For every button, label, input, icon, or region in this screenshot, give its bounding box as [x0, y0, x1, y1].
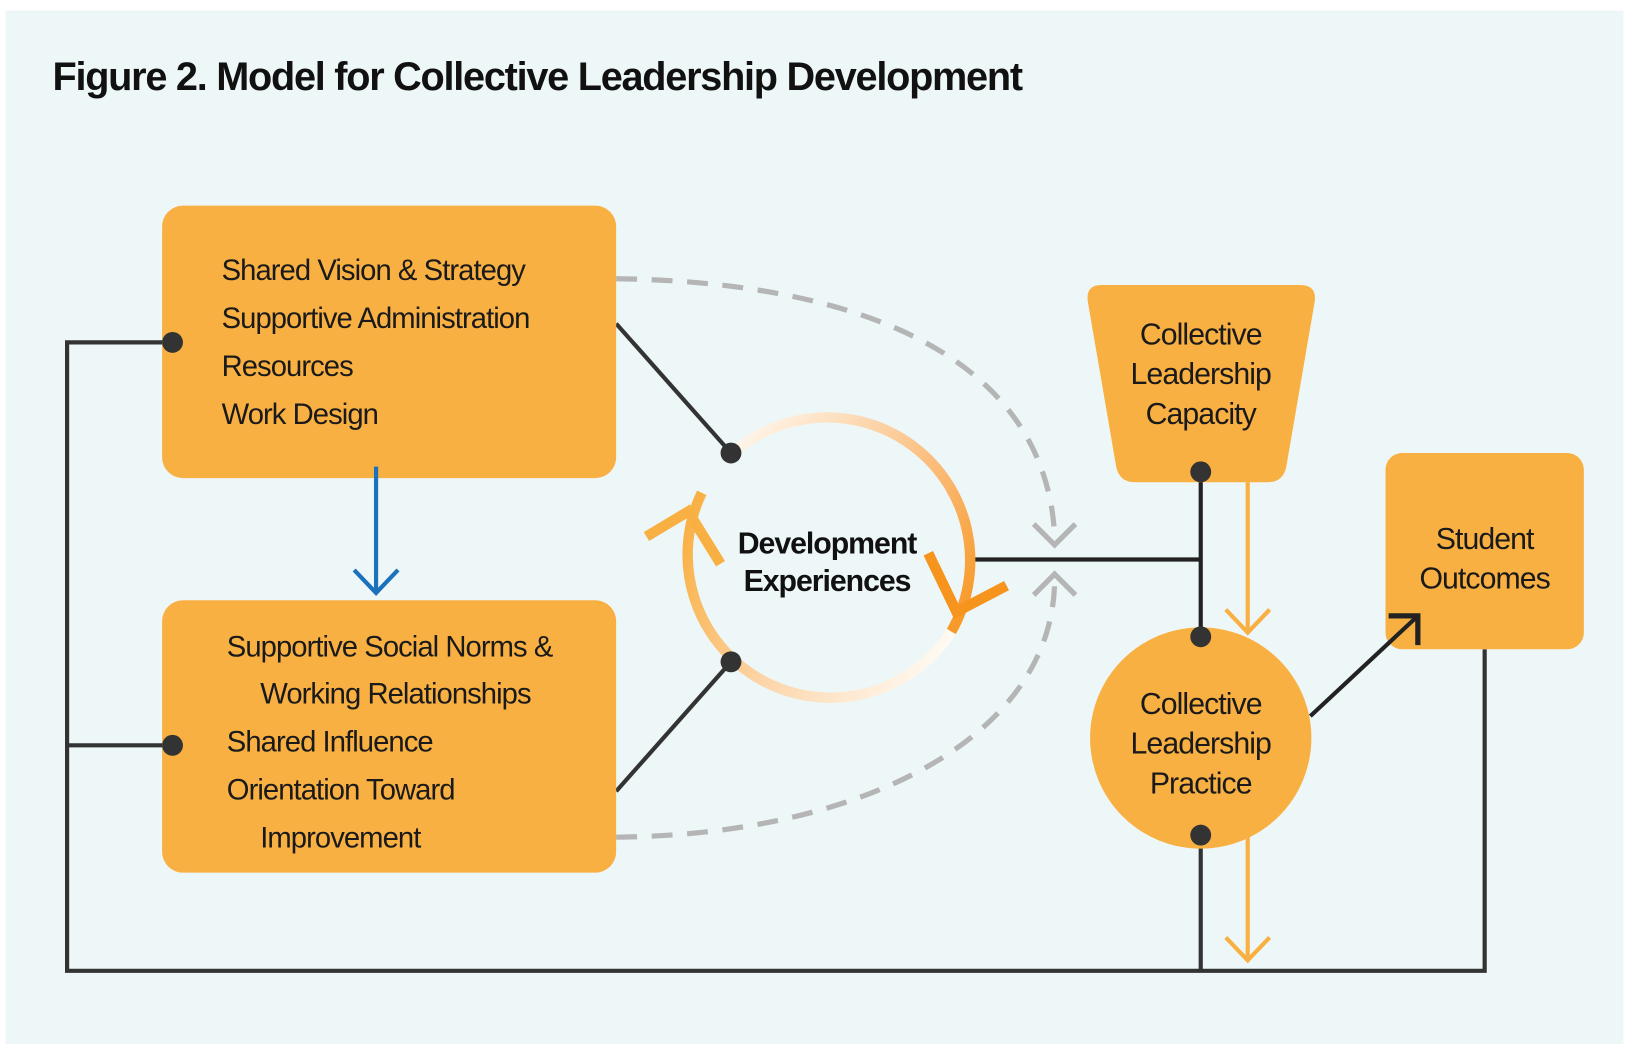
capacity-shape — [1087, 284, 1315, 483]
orange-chevron-down-icon — [1224, 935, 1272, 964]
development-cycle: Development Experiences — [643, 412, 1009, 703]
connector-dot — [1190, 626, 1212, 648]
culture-to-cycle-line — [614, 660, 733, 793]
practice-label: Leadership — [1131, 728, 1271, 761]
orange-chevron-down-icon — [1224, 608, 1272, 636]
culture-item: Shared Influence — [227, 727, 433, 759]
capacity-label: Collective — [1140, 318, 1262, 351]
cycle-arc-left — [682, 490, 956, 703]
culture-item: Working Relationships — [260, 679, 531, 711]
practice-circle — [1090, 627, 1312, 849]
culture-item: Orientation Toward — [227, 775, 455, 807]
connector-dot — [720, 442, 742, 464]
cycle-arrowhead-right-icon — [923, 550, 1009, 619]
conditions-list: Shared Vision & Strategy Supportive Admi… — [222, 255, 531, 431]
connector-dot — [162, 331, 183, 353]
conditions-to-cycle-line — [614, 322, 733, 455]
conditions-box — [162, 205, 617, 479]
outcomes-label: Outcomes — [1419, 563, 1550, 596]
connector-dot — [720, 651, 742, 673]
conditions-item: Work Design — [222, 399, 378, 431]
connector-dots — [162, 331, 1212, 846]
outcomes-box — [1385, 453, 1584, 650]
practice-label: Collective — [1140, 688, 1262, 721]
cycle-arrowhead-left-icon — [643, 504, 725, 567]
cycle-label: Experiences — [744, 565, 911, 598]
capacity-label: Capacity — [1146, 398, 1258, 431]
cycle-arc-right — [731, 412, 976, 635]
conditions-item: Supportive Administration — [222, 303, 530, 335]
conditions-item: Shared Vision & Strategy — [222, 255, 527, 287]
practice-to-outcomes-arrow — [1308, 614, 1420, 718]
cycle-label: Development — [738, 527, 918, 560]
conditions-item: Resources — [222, 351, 354, 383]
capacity-label: Leadership — [1131, 358, 1271, 391]
black-arrowhead-icon — [1388, 613, 1421, 646]
blue-chevron-down-icon — [352, 568, 400, 596]
connector-dot — [1190, 824, 1212, 846]
culture-list: Supportive Social Norms & Working Relati… — [227, 632, 555, 855]
feedback-loop-line — [65, 340, 1487, 973]
connector-dot — [162, 734, 183, 756]
culture-item: Improvement — [260, 823, 421, 855]
practice-label: Practice — [1150, 767, 1252, 800]
figure-title: Figure 2. Model for Collective Leadershi… — [52, 55, 1022, 99]
connector-dot — [1190, 461, 1212, 483]
dashed-chevron-up-icon — [1031, 570, 1078, 597]
culture-item: Supportive Social Norms & — [227, 632, 554, 664]
outcomes-label: Student — [1436, 523, 1535, 556]
dashed-chevron-down-icon — [1031, 522, 1078, 549]
culture-box — [162, 600, 617, 873]
